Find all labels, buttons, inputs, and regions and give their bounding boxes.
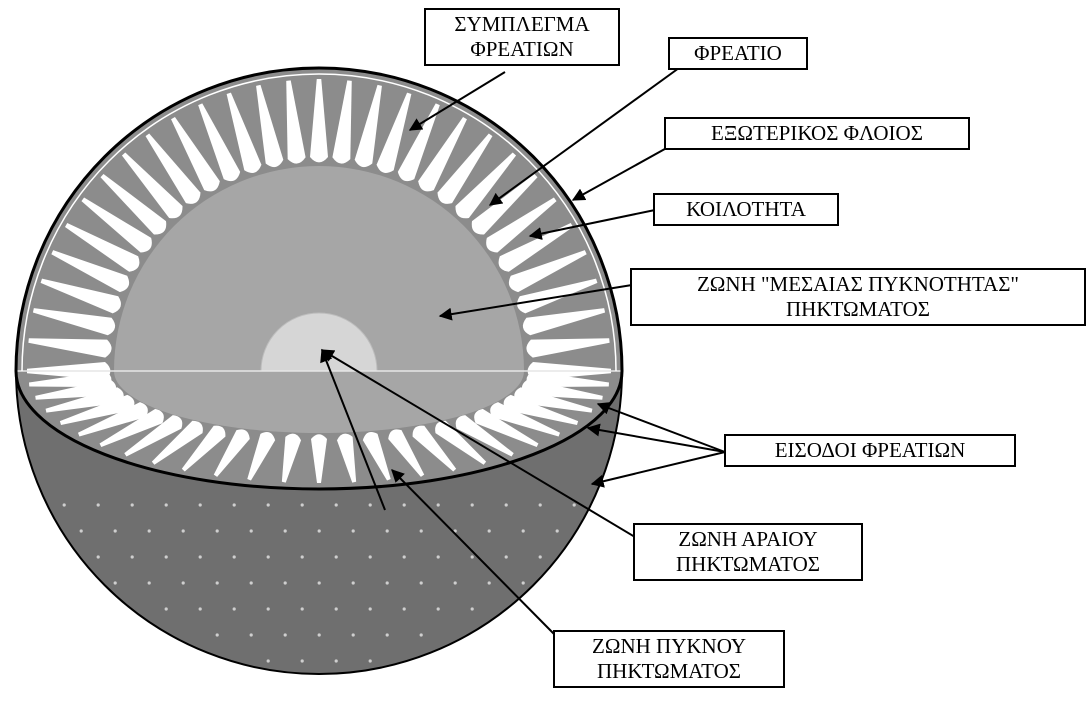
dense-zone-dot (386, 633, 389, 636)
dense-zone-dot (403, 555, 406, 558)
dense-zone-dot (386, 581, 389, 584)
dense-zone-dot (284, 633, 287, 636)
dense-zone-dot (369, 503, 372, 506)
dense-zone-dot (420, 633, 423, 636)
dense-zone-dot (403, 503, 406, 506)
dense-zone-dot (539, 555, 542, 558)
dense-zone-dot (267, 659, 270, 662)
dense-zone-dot (488, 581, 491, 584)
label-outer-crust: ΕΞΩΤΕΡΙΚΟΣ ΦΛΟΙΟΣ (664, 117, 970, 150)
dense-zone-dot (488, 529, 491, 532)
dense-zone-dot (148, 529, 151, 532)
dense-zone-dot (386, 529, 389, 532)
dense-zone-dot (233, 607, 236, 610)
dense-zone-dot (216, 581, 219, 584)
dense-zone-dot (420, 529, 423, 532)
dense-zone-dot (267, 503, 270, 506)
dense-zone-dot (335, 503, 338, 506)
arrow-well-entrance-3 (592, 452, 725, 484)
dense-zone-dot (182, 581, 185, 584)
dense-zone-dot (556, 529, 559, 532)
dense-zone-dot (522, 581, 525, 584)
dense-zone-dot (199, 503, 202, 506)
dense-zone-dot (267, 555, 270, 558)
dense-zone-dot (352, 633, 355, 636)
label-well: ΦΡΕΑΤΙΟ (668, 37, 808, 70)
dense-zone-dot (505, 503, 508, 506)
dense-zone-dot (335, 555, 338, 558)
dense-zone-dot (454, 581, 457, 584)
dense-zone-dot (284, 529, 287, 532)
dense-zone-dot (165, 607, 168, 610)
dense-zone-dot (199, 555, 202, 558)
dense-zone-dot (420, 581, 423, 584)
dense-zone-dot (471, 555, 474, 558)
dense-zone-dot (216, 529, 219, 532)
dense-zone-dot (318, 633, 321, 636)
dense-zone-dot (369, 555, 372, 558)
dense-zone-dot (335, 659, 338, 662)
arrow-outer-crust (573, 145, 672, 200)
dense-zone-dot (63, 503, 66, 506)
dense-zone-dot (284, 581, 287, 584)
dense-zone-dot (301, 659, 304, 662)
dense-zone-dot (267, 607, 270, 610)
dense-zone-dot (471, 503, 474, 506)
dense-zone-dot (539, 503, 542, 506)
dense-zone-dot (352, 581, 355, 584)
dense-zone-dot (250, 633, 253, 636)
dense-zone-dot (216, 633, 219, 636)
dense-zone-dot (114, 581, 117, 584)
dense-zone-dot (97, 503, 100, 506)
dense-zone-dot (437, 607, 440, 610)
dense-zone-dot (522, 529, 525, 532)
dense-zone-dot (97, 555, 100, 558)
dense-zone-dot (165, 555, 168, 558)
dense-zone-dot (199, 607, 202, 610)
dense-zone-dot (233, 503, 236, 506)
dense-zone-dot (165, 503, 168, 506)
dense-zone-dot (182, 529, 185, 532)
dense-zone-dot (148, 581, 151, 584)
dense-zone-dot (250, 529, 253, 532)
dense-zone-dot (573, 503, 576, 506)
dense-zone-dot (335, 607, 338, 610)
dense-zone-dot (403, 607, 406, 610)
dense-zone-dot (131, 503, 134, 506)
label-well-cluster: ΣΥΜΠΛΕΓΜΑ ΦΡΕΑΤΙΩΝ (424, 8, 620, 66)
dense-zone-dot (369, 607, 372, 610)
dense-zone-dot (131, 555, 134, 558)
dense-zone-dot (301, 555, 304, 558)
dense-zone-dot (505, 555, 508, 558)
dense-zone-dot (352, 529, 355, 532)
arrow-well (490, 60, 690, 205)
dense-zone-dot (437, 555, 440, 558)
dense-zone-dot (369, 659, 372, 662)
dense-zone-dot (233, 555, 236, 558)
label-sparse-zone: ΖΩΝΗ ΑΡΑΙΟΥ ΠΗΚΤΩΜΑΤΟΣ (633, 523, 863, 581)
label-well-entrances: ΕΙΣΟΔΟΙ ΦΡΕΑΤΙΩΝ (724, 434, 1016, 467)
dense-zone-dot (301, 503, 304, 506)
dense-zone-dot (250, 581, 253, 584)
dense-zone-dot (114, 529, 117, 532)
dense-zone-dot (80, 529, 83, 532)
dense-zone-dot (301, 607, 304, 610)
dense-zone-dot (471, 607, 474, 610)
label-cavity: ΚΟΙΛΟΤΗΤΑ (653, 193, 839, 226)
label-dense-zone: ΖΩΝΗ ΠΥΚΝΟΥ ΠΗΚΤΩΜΑΤΟΣ (553, 630, 785, 688)
dense-zone-dot (437, 503, 440, 506)
dense-zone-dot (318, 529, 321, 532)
dense-zone-dot (318, 581, 321, 584)
label-medium-density-zone: ΖΩΝΗ "ΜΕΣΑΙΑΣ ΠΥΚΝΟΤΗΤΑΣ" ΠΗΚΤΩΜΑΤΟΣ (630, 268, 1086, 326)
